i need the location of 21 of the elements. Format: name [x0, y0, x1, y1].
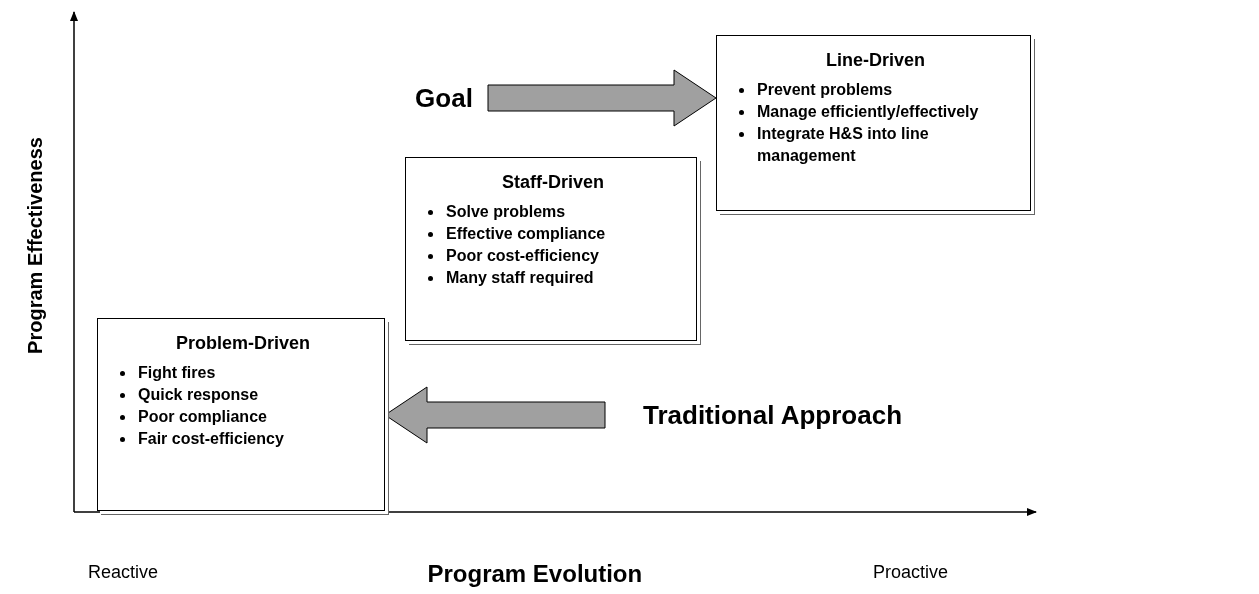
- block-arrow: [487, 69, 717, 127]
- bullet-item: Fair cost-efficiency: [138, 430, 284, 447]
- bullet-item: Effective compliance: [446, 225, 606, 242]
- axis-label: Program Evolution: [427, 560, 643, 588]
- bullet-item: Quick response: [138, 386, 259, 403]
- box-title: Staff-Driven: [501, 172, 605, 193]
- bullet-item: Solve problems: [446, 203, 566, 220]
- box-title: Line-Driven: [825, 50, 926, 71]
- bullet-item: Prevent problems: [757, 81, 893, 98]
- box-title: Problem-Driven: [174, 333, 311, 354]
- bullet-item: Integrate H&S into line management: [757, 125, 929, 164]
- bullet-item: Poor compliance: [138, 408, 267, 425]
- arrow-label: Traditional Approach: [605, 390, 940, 440]
- axis-label: Proactive: [873, 562, 949, 583]
- bullet-item: Poor cost-efficiency: [446, 247, 599, 264]
- bullet-item: Fight fires: [138, 364, 216, 381]
- arrow-label: Goal: [400, 72, 488, 124]
- axis-label: Program Effectiveness: [23, 136, 47, 354]
- bullet-item: Manage efficiently/effectively: [757, 103, 979, 120]
- axis-label: Reactive: [88, 562, 159, 583]
- bullet-item: Many staff required: [446, 269, 594, 286]
